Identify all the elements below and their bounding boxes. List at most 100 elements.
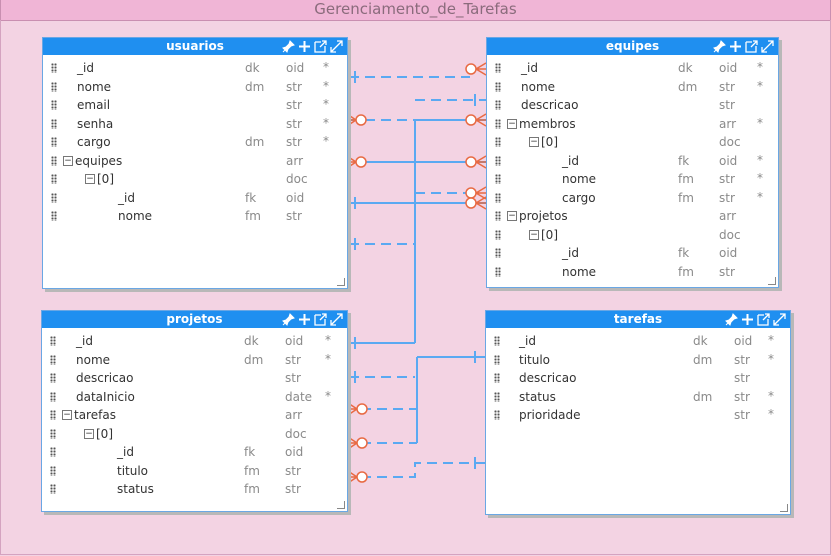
plus-icon[interactable] xyxy=(298,40,311,53)
drag-handle-icon[interactable] xyxy=(50,484,56,494)
plus-icon[interactable] xyxy=(741,313,754,326)
entity-header[interactable]: tarefas xyxy=(486,311,790,328)
pin-icon[interactable] xyxy=(725,313,738,326)
field-row[interactable]: −[0]doc xyxy=(487,226,778,245)
drag-handle-icon[interactable] xyxy=(495,100,501,110)
drag-handle-icon[interactable] xyxy=(51,137,57,147)
drag-handle-icon[interactable] xyxy=(495,248,501,258)
open-external-icon[interactable] xyxy=(314,313,327,326)
drag-handle-icon[interactable] xyxy=(495,211,501,221)
drag-handle-icon[interactable] xyxy=(50,373,56,383)
resize-handle[interactable] xyxy=(768,277,776,285)
entity-header[interactable]: projetos xyxy=(42,311,347,328)
drag-handle-icon[interactable] xyxy=(50,354,56,365)
expand-icon[interactable] xyxy=(761,40,774,53)
collapse-toggle-icon[interactable]: − xyxy=(529,229,539,240)
drag-handle-icon[interactable] xyxy=(494,354,500,365)
collapse-toggle-icon[interactable]: − xyxy=(62,410,72,420)
drag-handle-icon[interactable] xyxy=(494,373,500,383)
open-external-icon[interactable] xyxy=(745,40,758,53)
drag-handle-icon[interactable] xyxy=(51,118,57,129)
drag-handle-icon[interactable] xyxy=(50,465,56,476)
pin-icon[interactable] xyxy=(282,40,295,53)
drag-handle-icon[interactable] xyxy=(50,447,56,457)
drag-handle-icon[interactable] xyxy=(494,336,500,346)
drag-handle-icon[interactable] xyxy=(51,211,57,221)
drag-handle-icon[interactable] xyxy=(51,63,57,73)
drag-handle-icon[interactable] xyxy=(50,410,56,420)
drag-handle-icon[interactable] xyxy=(50,428,56,439)
expand-icon[interactable] xyxy=(773,313,786,326)
expand-icon[interactable] xyxy=(330,313,343,326)
plus-icon[interactable] xyxy=(298,313,311,326)
collapse-toggle-icon[interactable]: − xyxy=(507,211,517,221)
drag-handle-icon[interactable] xyxy=(495,155,501,166)
entity-header[interactable]: equipes xyxy=(487,38,778,55)
entity-header[interactable]: usuarios xyxy=(43,38,347,55)
open-external-icon[interactable] xyxy=(757,313,770,326)
drag-handle-icon[interactable] xyxy=(495,81,501,92)
drag-handle-icon[interactable] xyxy=(51,174,57,184)
resize-handle[interactable] xyxy=(780,504,788,512)
expand-icon[interactable] xyxy=(330,40,343,53)
field-row[interactable]: −[0]doc xyxy=(487,133,778,152)
drag-handle-icon[interactable] xyxy=(50,391,56,402)
drag-handle-icon[interactable] xyxy=(495,137,501,147)
drag-handle-icon[interactable] xyxy=(51,100,57,110)
drag-handle-icon[interactable] xyxy=(494,391,500,402)
collapse-toggle-icon[interactable]: − xyxy=(529,137,539,147)
drag-handle-icon[interactable] xyxy=(51,192,57,203)
field-row[interactable]: −[0]doc xyxy=(43,170,347,189)
pin-icon[interactable] xyxy=(713,40,726,53)
drag-handle-icon[interactable] xyxy=(51,155,57,166)
drag-handle-icon[interactable] xyxy=(495,229,501,240)
drag-handle-icon[interactable] xyxy=(495,174,501,184)
drag-handle-icon[interactable] xyxy=(495,118,501,129)
drag-handle-icon[interactable] xyxy=(495,192,501,203)
drag-handle-icon[interactable] xyxy=(50,336,56,346)
open-external-icon[interactable] xyxy=(314,40,327,53)
plus-icon[interactable] xyxy=(729,40,742,53)
resize-handle[interactable] xyxy=(337,278,345,286)
drag-handle-icon[interactable] xyxy=(495,63,501,73)
resize-handle[interactable] xyxy=(337,501,345,509)
collapse-toggle-icon[interactable]: − xyxy=(507,118,517,129)
drag-handle-icon[interactable] xyxy=(494,410,500,420)
collapse-toggle-icon[interactable]: − xyxy=(84,428,94,439)
pin-icon[interactable] xyxy=(282,313,295,326)
drag-handle-icon[interactable] xyxy=(51,81,57,92)
collapse-toggle-icon[interactable]: − xyxy=(63,155,73,166)
field-row[interactable]: −[0]doc xyxy=(42,425,347,444)
